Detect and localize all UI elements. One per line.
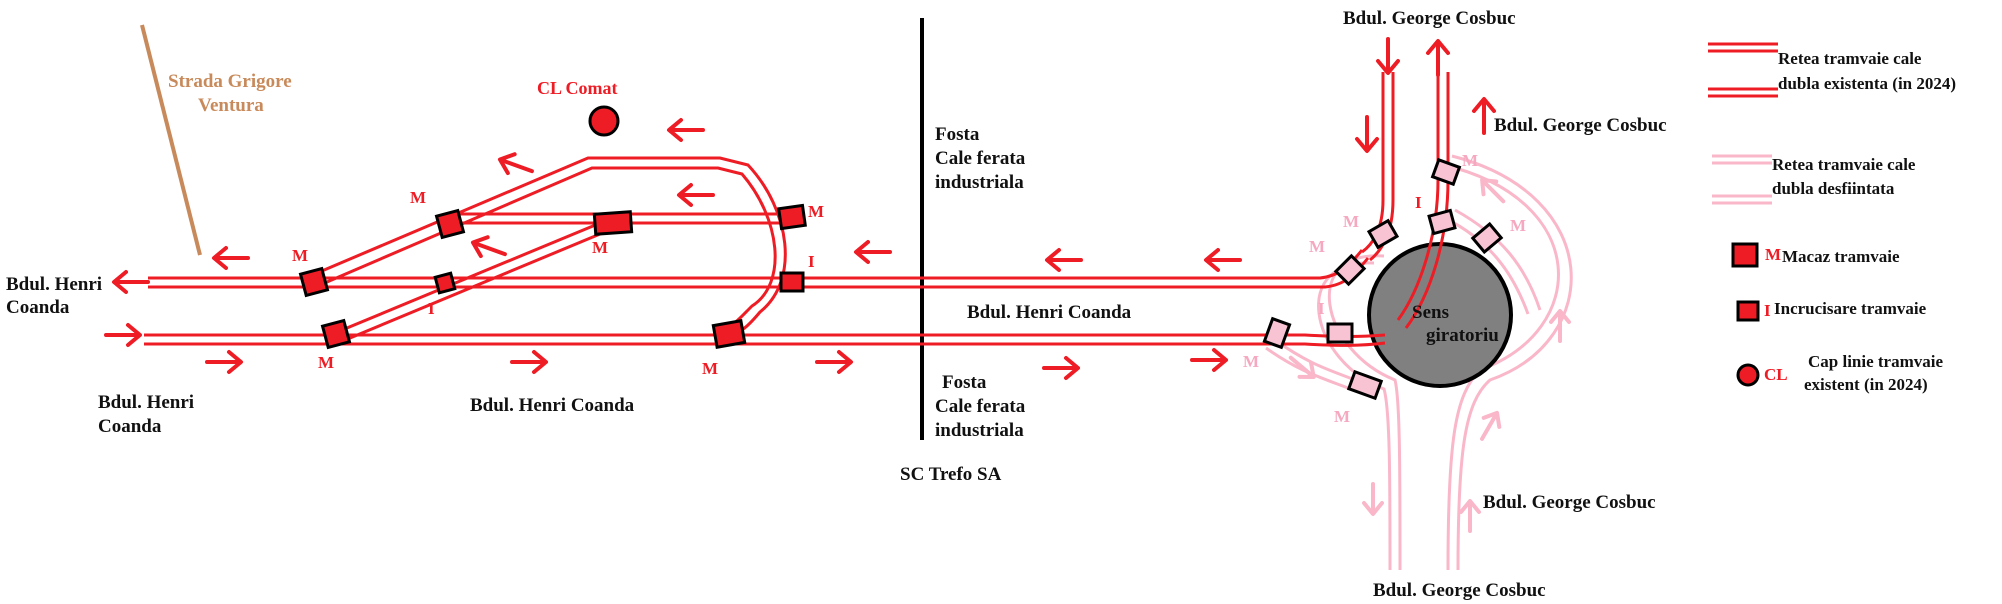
cosbuc-right-bottom-label: Bdul. George Cosbuc: [1483, 492, 1656, 513]
crossing-icon: [433, 271, 457, 295]
legend-switch-icon: [1731, 242, 1759, 268]
legend: Retea tramvaie cale dubla existenta (in …: [1708, 42, 1956, 394]
switch-letter: M: [1343, 212, 1359, 231]
fosta-top-label-3: industriala: [935, 172, 1024, 193]
fosta-top-label-1: Fosta: [935, 124, 980, 145]
switch-removed-icon: [1470, 221, 1504, 255]
legend-terminus-mark: CL: [1764, 365, 1788, 384]
switch-letter: M: [702, 359, 718, 378]
switch-removed-icon: [1427, 208, 1457, 236]
switch-removed-icon: [1366, 218, 1400, 250]
henri-coanda-left-bottom-label-2: Coanda: [98, 416, 162, 437]
legend-crossing-label: Incrucisare tramvaie: [1774, 299, 1927, 318]
marker-letters: M M M I M M M I M I M M M I M M: [292, 151, 1526, 426]
switch-icon: [434, 208, 466, 240]
legend-switch-label: Macaz tramvaie: [1782, 247, 1900, 266]
switch-icon: [592, 210, 634, 236]
crossing-icon: [779, 271, 805, 293]
fosta-top-label-2: Cale ferata: [935, 148, 1026, 169]
crossing-letter: I: [808, 252, 815, 271]
henri-coanda-left-top-label-2: Coanda: [6, 297, 70, 318]
switch-letter: M: [318, 353, 334, 372]
switch-icon: [711, 318, 747, 350]
street-labels: Bdul. Henri Coanda Bdul. Henri Coanda Bd…: [6, 8, 1667, 601]
legend-existing-label-2: dubla existenta (in 2024): [1778, 74, 1956, 93]
cosbuc-right-top-label: Bdul. George Cosbuc: [1494, 115, 1667, 136]
legend-terminus-icon: [1736, 363, 1760, 387]
legend-terminus-label-2: existent (in 2024): [1804, 375, 1928, 394]
switch-letter: M: [292, 246, 308, 265]
legend-switch-letter: M: [1765, 245, 1781, 264]
crossing-letter: I: [1415, 193, 1422, 212]
switch-letter: M: [592, 238, 608, 257]
legend-crossing-letter: I: [1764, 301, 1771, 320]
legend-existing-swatch: [1708, 42, 1778, 98]
cosbuc-top-label: Bdul. George Cosbuc: [1343, 8, 1516, 29]
legend-removed-label-1: Retea tramvaie cale: [1772, 155, 1916, 174]
switch-letter: M: [1309, 237, 1325, 256]
switch-letter: M: [410, 188, 426, 207]
fosta-bottom-label-3: industriala: [935, 420, 1024, 441]
henri-coanda-left-top-label-1: Bdul. Henri: [6, 274, 102, 295]
cosbuc-bottom-label: Bdul. George Cosbuc: [1373, 580, 1546, 601]
terminus-comat-icon: [588, 105, 620, 137]
grigore-ventura-label-1: Strada Grigore: [168, 71, 292, 92]
legend-removed-swatch: [1712, 154, 1772, 205]
switch-removed-icon: [1346, 369, 1384, 401]
switch-letter: M: [1462, 151, 1478, 170]
switch-removed-icon: [1262, 316, 1292, 350]
switch-removed-icon: [1333, 253, 1367, 287]
roundabout-switch-markers: [1262, 157, 1504, 401]
fosta-bottom-label-1: Fosta: [942, 372, 987, 393]
cl-comat-label: CL Comat: [537, 78, 618, 98]
henri-coanda-center-label: Bdul. Henri Coanda: [470, 395, 635, 416]
switch-icon: [298, 266, 330, 298]
henri-coanda-left-bottom-label-1: Bdul. Henri: [98, 392, 194, 413]
legend-crossing-icon: [1736, 300, 1760, 322]
switch-markers: [298, 203, 807, 350]
legend-removed-label-2: dubla desfiintata: [1772, 179, 1895, 198]
roundabout-label-2: giratoriu: [1426, 325, 1499, 346]
switch-letter: M: [1243, 352, 1259, 371]
crossing-letter: I: [1318, 299, 1325, 318]
crossing-removed-icon: [1326, 322, 1354, 344]
henri-coanda-right-label: Bdul. Henri Coanda: [967, 302, 1132, 323]
switch-letter: M: [1334, 407, 1350, 426]
switch-letter: M: [1510, 216, 1526, 235]
legend-existing-label-1: Retea tramvaie cale: [1778, 49, 1922, 68]
roundabout-label-1: Sens: [1412, 302, 1449, 323]
grigore-ventura-label-2: Ventura: [198, 95, 264, 116]
grigore-ventura-street-line: [140, 24, 202, 256]
sc-trefo-label: SC Trefo SA: [900, 464, 1002, 485]
switch-removed-icon: [1430, 157, 1462, 187]
fosta-bottom-label-2: Cale ferata: [935, 396, 1026, 417]
switch-icon: [320, 318, 352, 350]
crossing-letter: I: [428, 299, 435, 318]
legend-terminus-label-1: Cap linie tramvaie: [1808, 352, 1943, 371]
switch-icon: [777, 203, 807, 231]
switch-letter: M: [808, 202, 824, 221]
